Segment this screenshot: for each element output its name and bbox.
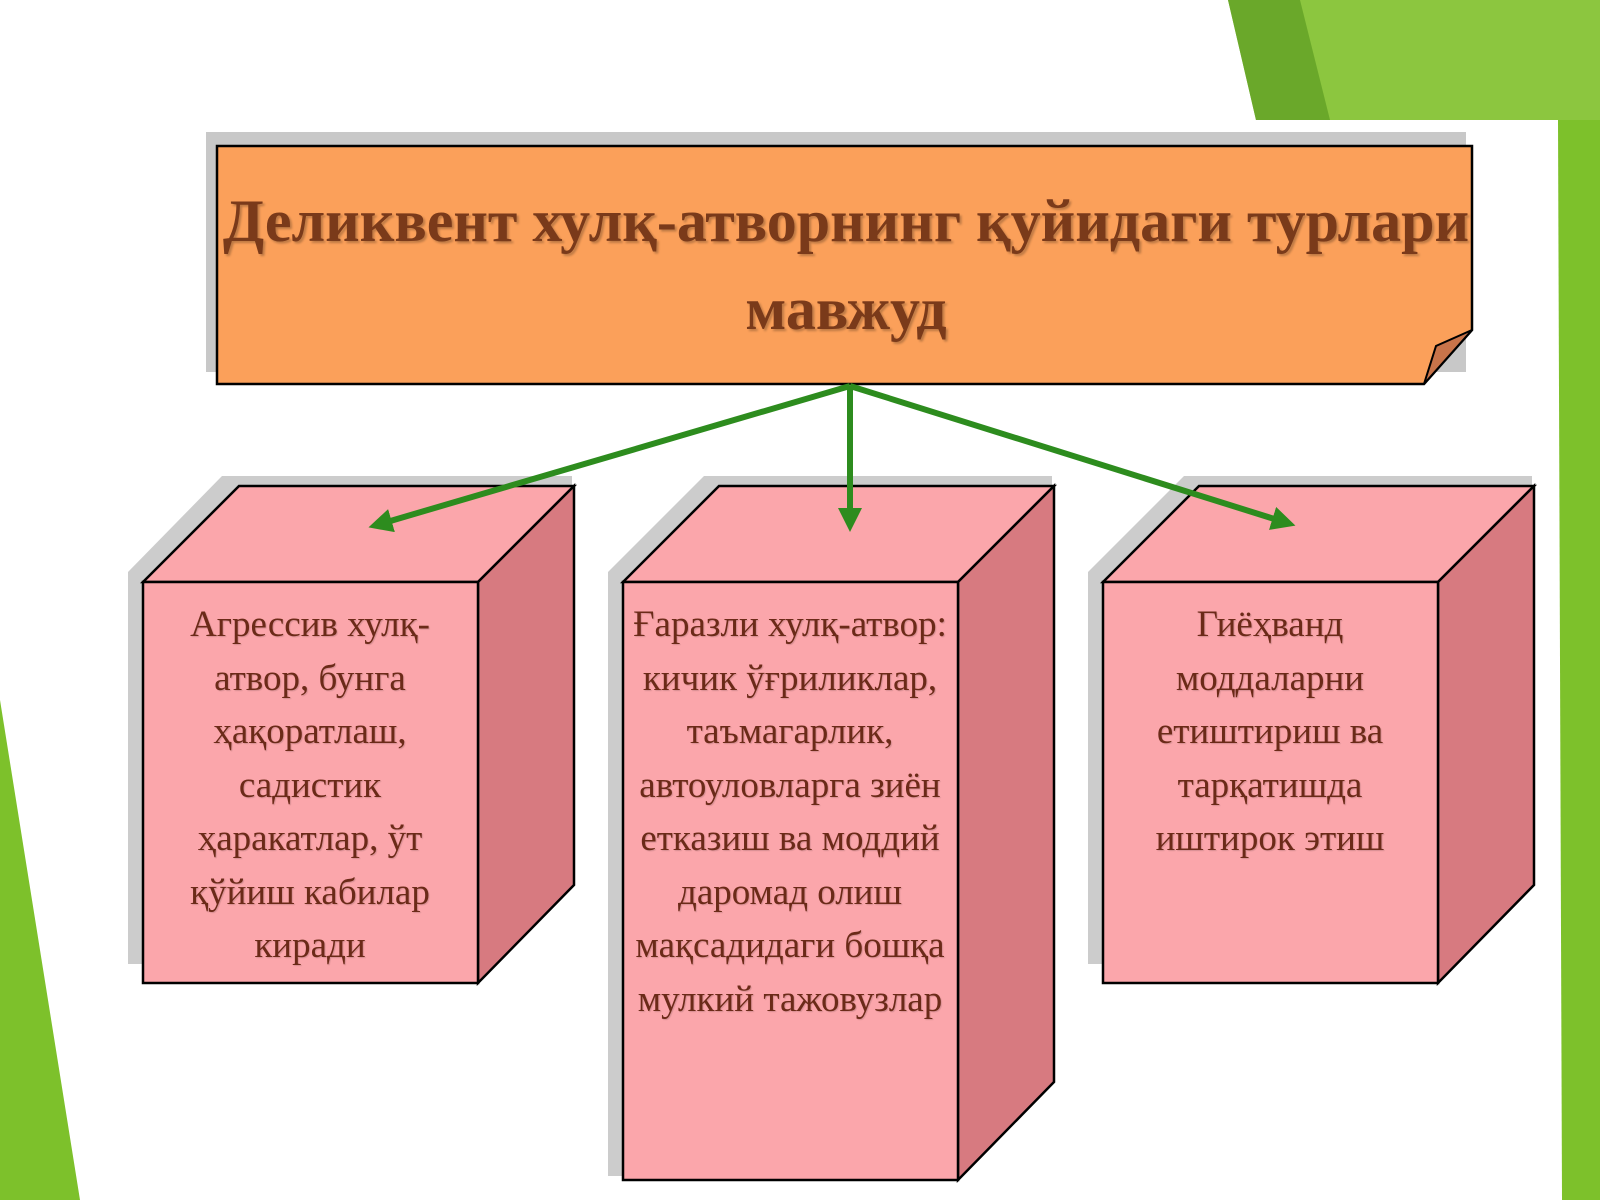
diagram-title: Деликвент хулқ-атворнинг қуйидаги турлар… xyxy=(222,187,1470,342)
box-aggressive xyxy=(128,476,578,987)
box-1-label: Агрессив хулқ-атвор, бунга ҳақоратлаш, с… xyxy=(190,604,430,966)
title-banner xyxy=(206,132,1474,386)
box-2-side xyxy=(956,482,1056,1184)
green-left-shape xyxy=(0,700,80,1200)
box-3-label: Гиёҳванд моддаларни етиштириш ва тарқати… xyxy=(1155,604,1385,859)
box-1-front xyxy=(141,580,480,985)
box-selfish xyxy=(608,476,1058,1184)
green-side-strip xyxy=(1558,120,1600,1200)
arrow-to-box-1 xyxy=(368,383,851,533)
box-2-front xyxy=(621,580,960,1182)
box-3-front xyxy=(1101,580,1440,985)
title-banner-fold xyxy=(1423,329,1473,385)
connector-arrows xyxy=(368,383,1296,533)
green-corner-dark-shape xyxy=(1228,0,1330,120)
box-2-label: Ғаразли хулқ-атвор: кичик ўғриликлар, та… xyxy=(633,604,947,1020)
arrow-to-box-3 xyxy=(849,383,1296,530)
box-drugs xyxy=(1088,476,1538,987)
